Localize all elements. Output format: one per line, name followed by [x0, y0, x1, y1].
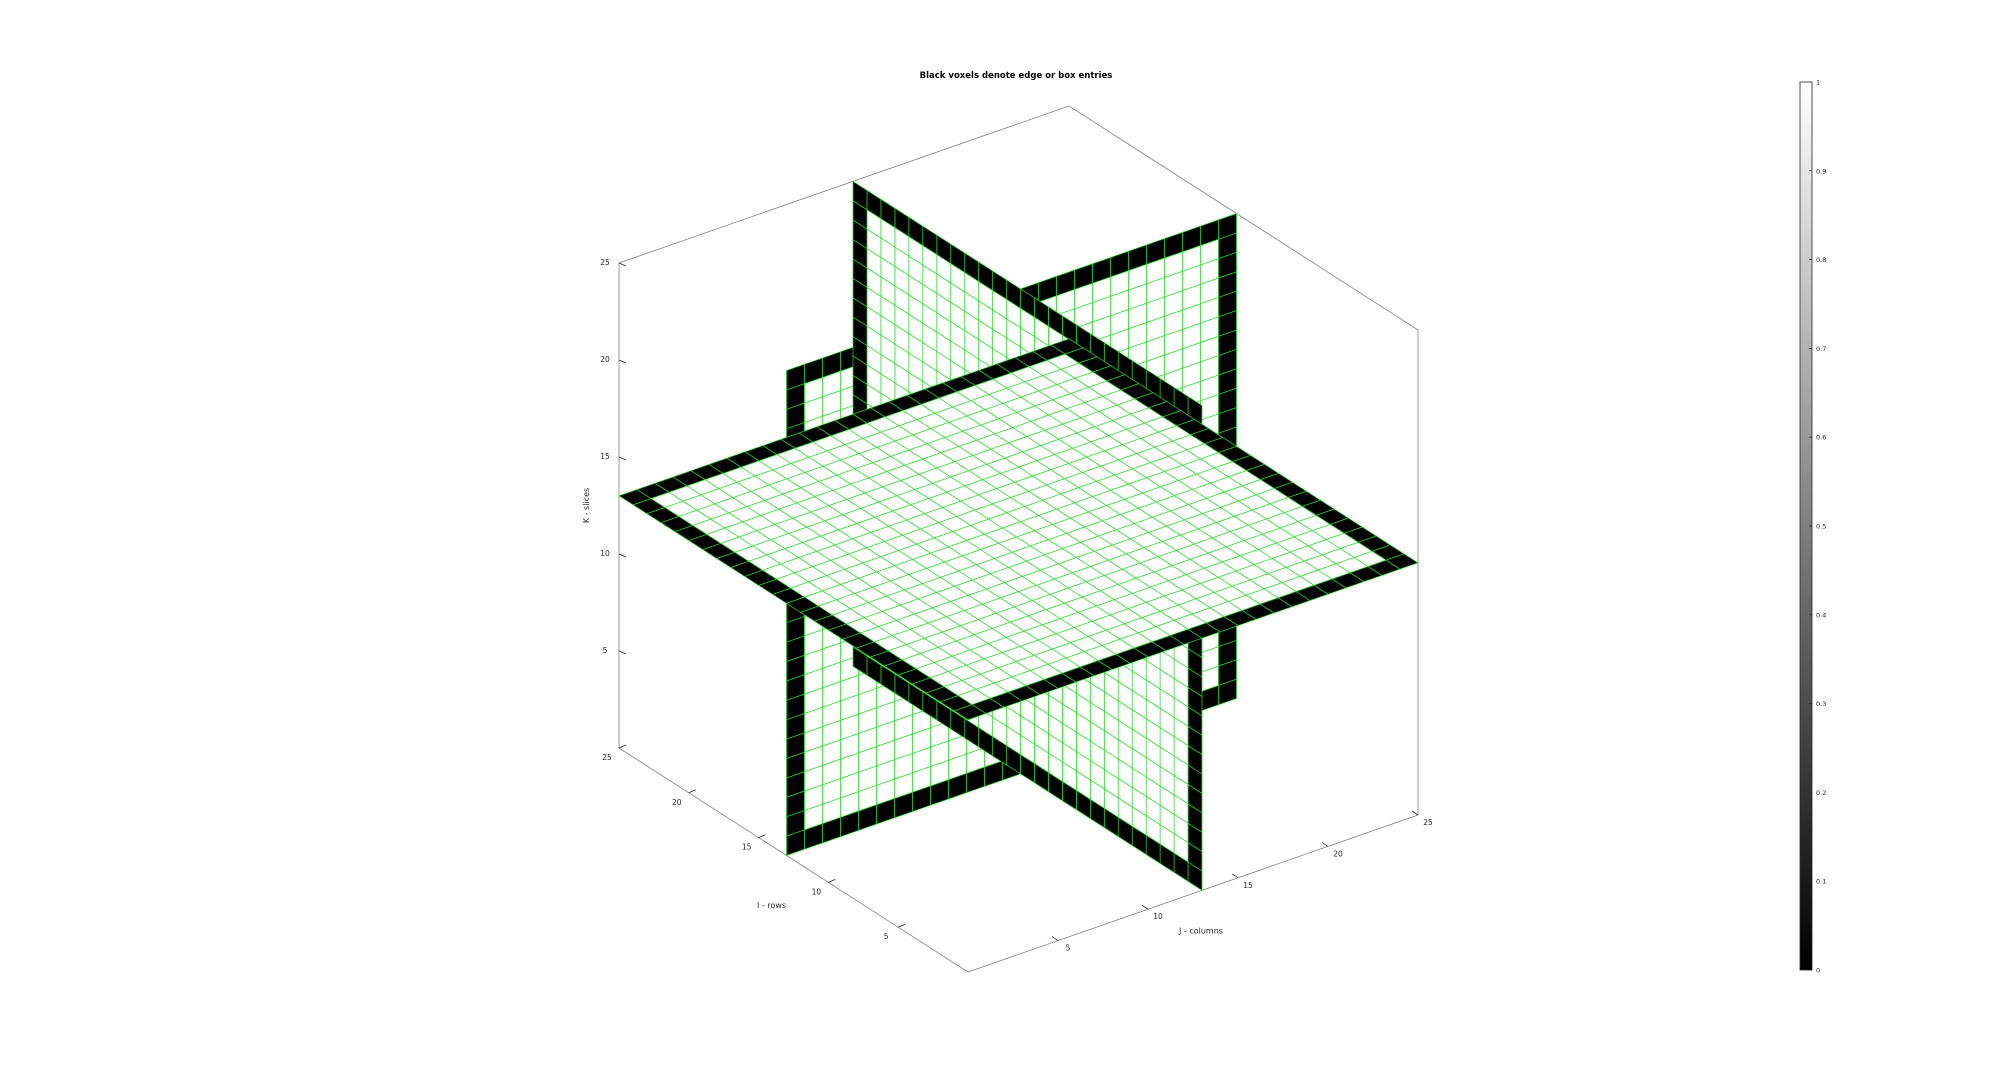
voxel-k-slice: [1050, 338, 1084, 355]
box-edge-top-left: [618, 105, 1070, 264]
y-tick-mark: [828, 879, 836, 883]
z-tick-mark: [618, 262, 627, 267]
z-tick-label: 15: [600, 452, 610, 461]
colorbar-tick-label: 0.5: [1816, 523, 1826, 531]
axis-ticks: 5 10 15 20 25 5 10 15 20 25 5 10 15 20 25: [600, 258, 1433, 953]
z-tick-mark: [618, 456, 627, 461]
z-tick-label: 25: [600, 258, 610, 267]
box-edge-top-right: [1068, 105, 1419, 331]
axes-box-back: [618, 105, 1419, 973]
z-tick-label: 10: [600, 549, 610, 558]
colorbar-tick-label: 0: [1816, 967, 1820, 975]
z-tick-mark: [618, 553, 627, 558]
colorbar-tick-label: 0.2: [1816, 789, 1826, 797]
colorbar-tick-label: 0.7: [1816, 345, 1826, 353]
x-tick-mark: [1141, 904, 1149, 910]
colorbar-tick-label: 0.1: [1816, 878, 1826, 886]
voxel-slices: [618, 180, 1419, 892]
x-tick-label: 5: [1066, 944, 1071, 953]
colorbar-tick-label: 1: [1816, 79, 1820, 87]
y-tick-label: 20: [672, 798, 682, 807]
y-tick-mark: [618, 744, 627, 749]
y-tick-mark: [758, 834, 766, 838]
y-tick-label: 10: [812, 887, 822, 896]
axis-line-x: [967, 814, 1419, 973]
z-axis-label: K - slices: [582, 488, 591, 523]
y-tick-label: 15: [742, 843, 752, 852]
voxel-i-slice: [1218, 213, 1237, 240]
x-tick-mark: [1231, 873, 1239, 879]
x-tick-label: 20: [1333, 849, 1343, 858]
colorbar: 0 0.1 0.2 0.3 0.4 0.5 0.6 0.7 0.8 0.9 1: [1799, 79, 1826, 975]
z-tick-label: 5: [603, 646, 608, 655]
y-tick-label: 25: [602, 753, 612, 762]
y-tick-mark: [898, 923, 906, 928]
voxel-j-slice: [852, 180, 868, 211]
axis-line-y: [618, 747, 969, 973]
colorbar-tick-label: 0.9: [1816, 167, 1826, 175]
colorbar-tick-label: 0.6: [1816, 434, 1826, 442]
z-tick-mark: [618, 650, 627, 655]
x-tick-label: 25: [1423, 818, 1433, 827]
x-axis-label: J - columns: [1178, 927, 1223, 936]
y-tick-mark: [688, 789, 696, 794]
x-tick-label: 10: [1153, 912, 1163, 921]
x-tick-label: 15: [1243, 881, 1253, 890]
chart-title: Black voxels denote edge or box entries: [920, 71, 1113, 81]
x-tick-mark: [1051, 936, 1059, 941]
colorbar-tick-label: 0.4: [1816, 611, 1826, 619]
colorbar-tick-label: 0.3: [1816, 700, 1826, 708]
z-tick-mark: [618, 359, 627, 364]
y-axis-label: I - rows: [757, 901, 786, 910]
colorbar-tick-label: 0.8: [1816, 256, 1826, 264]
x-tick-mark: [1321, 842, 1329, 847]
z-tick-label: 20: [600, 355, 610, 364]
x-tick-mark: [1411, 810, 1419, 816]
y-tick-label: 5: [884, 932, 889, 941]
